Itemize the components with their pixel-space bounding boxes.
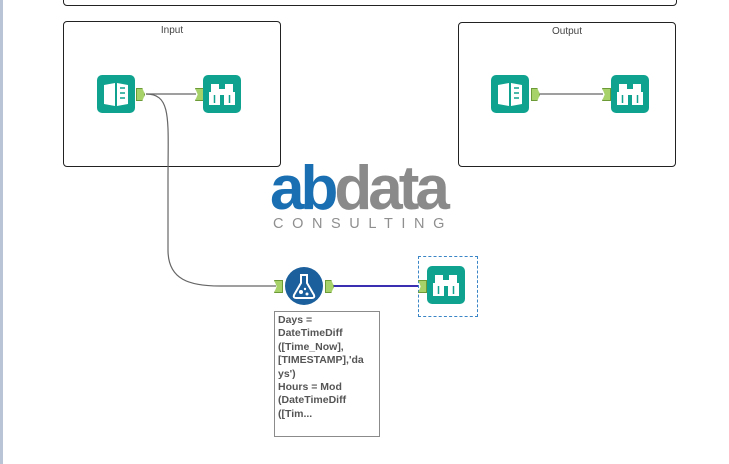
- binoculars-icon: [617, 84, 643, 105]
- selected-tool-frame[interactable]: [418, 256, 478, 317]
- container-title-input: Input: [160, 25, 184, 36]
- connection-input-formula: [145, 93, 276, 287]
- logo-subtitle: CONSULTING: [273, 216, 453, 232]
- formula-tool[interactable]: [285, 267, 323, 305]
- browse-tool-1[interactable]: [203, 75, 241, 113]
- flask-icon: [292, 274, 316, 299]
- abdata-consulting-logo: abdata CONSULTING: [270, 158, 470, 234]
- binoculars-icon: [209, 84, 235, 105]
- output-anchor[interactable]: [136, 88, 145, 101]
- input-data-tool-2[interactable]: [491, 75, 529, 113]
- output-anchor[interactable]: [325, 280, 334, 293]
- output-anchor[interactable]: [531, 88, 540, 101]
- container-title-output: Output: [551, 26, 583, 37]
- canvas-left-border: [0, 0, 3, 464]
- logo-wordmark: abdata: [270, 154, 450, 223]
- browse-tool-2[interactable]: [611, 75, 649, 113]
- input-data-tool-1[interactable]: [97, 75, 135, 113]
- binoculars-icon: [433, 275, 459, 296]
- book-icon: [498, 83, 522, 106]
- browse-tool-3[interactable]: [427, 266, 465, 304]
- formula-annotation[interactable]: Days = DateTimeDiff ([Time_Now], [TIMEST…: [274, 311, 380, 437]
- book-icon: [104, 83, 128, 106]
- top-container[interactable]: [63, 0, 677, 6]
